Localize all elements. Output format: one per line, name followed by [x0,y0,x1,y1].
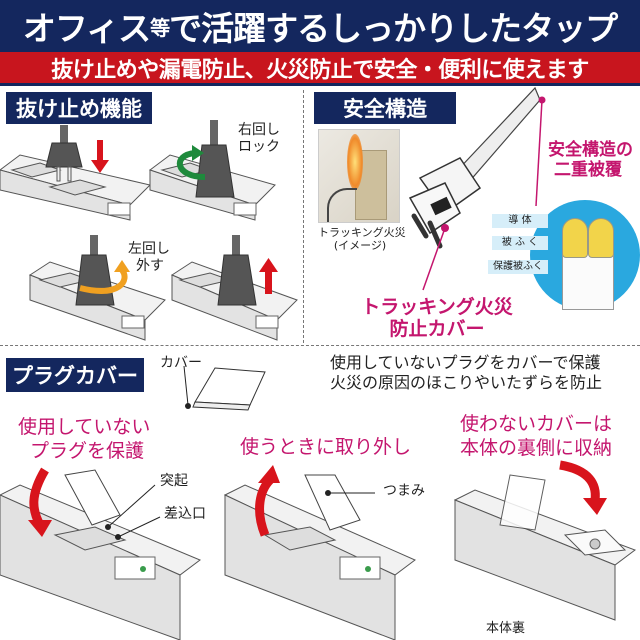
caption-line: 外す [136,258,164,274]
caption-line: プラグを保護 [30,440,145,462]
headline-banner: オフィス等で活躍するしっかりしたタップ [0,0,640,52]
caption-line: 右回し [238,122,280,138]
panel2-illustration [223,465,416,640]
cover-part-label: カバー [160,355,202,371]
panel3-illustration [453,460,637,621]
stored-cover [499,474,546,531]
headline-small: 等 [150,15,170,40]
flip-cover [304,474,361,531]
section-label-cover-text: プラグカバー [12,364,138,388]
double-coating-label: 安全構造の 二重被覆 [548,140,633,180]
lock-step2-illustration [148,120,276,221]
section-divider-horizontal [0,345,640,346]
headline-part2: で活躍するしっかりしたタップ [169,9,618,48]
callout-knob: つまみ [383,483,425,499]
cord [327,188,357,222]
callout-socket: 差込口 [164,506,206,522]
callout-protrusion: 突起 [160,473,188,489]
conductor-right [588,218,614,258]
section-label-cover: プラグカバー [6,358,144,392]
arrow-curve-down-icon [559,460,607,515]
plug-cover-illustration [183,365,266,411]
section-label-lock-text: 抜け止め機能 [16,97,142,121]
caption-line: ロック [238,139,280,155]
plug [45,125,83,182]
panel1-caption: 使用していない プラグを保護 [18,415,150,463]
power-strip [0,154,151,221]
layer-label: 被 ふ く [492,236,548,250]
plug [195,120,235,198]
conductor-left [562,218,588,258]
section-label-safety-text: 安全構造 [343,97,427,121]
panel1-illustration [0,467,201,640]
caption-line: 本体の裏側に収納 [460,437,613,459]
caption-line: (イメージ) [333,239,387,252]
panel2-caption: 使うときに取り外し [240,436,412,458]
headline-part1: オフィス [22,9,151,48]
subheadline-banner: 抜け止めや漏電防止、火災防止で安全・便利に使えます [0,52,640,86]
plug [217,235,257,306]
arrow-up-icon [259,258,278,294]
power-strip [0,484,201,640]
underside-label: 本体裏 [486,621,526,636]
arrow-curve-up-icon [255,465,280,537]
lock-step3-caption: 左回し 外す [128,241,170,275]
lock-step4-illustration [170,235,298,341]
power-strip-underside [453,489,637,621]
caption-line: 使わないカバーは [460,413,613,435]
lock-step1-illustration [0,125,151,221]
caption-line: トラッキング火災 [361,296,513,318]
lock-step3-illustration [28,235,166,341]
layer-label: 保護被ふく [488,260,548,274]
caption-line: 使用していない [18,416,151,438]
section-divider-vertical [303,90,304,343]
plug-illustration [408,86,541,249]
lock-step2-caption: 右回し ロック [238,122,280,156]
layer-label: 導 体 [492,214,548,228]
flip-cover [64,469,121,526]
rotate-right-icon [176,145,206,180]
cable-cross-section [530,200,640,310]
section-label-lock: 抜け止め機能 [6,92,152,124]
description-line: 火災の原因のほこりやいたずらを防止 [330,373,603,392]
caption-line: トラッキング火災 [318,226,406,239]
cover-description: 使用していないプラグをカバーで保護 火災の原因のほこりやいたずらを防止 [330,353,602,393]
tracking-fire-photo [318,129,400,223]
subheadline-text: 抜け止めや漏電防止、火災防止で安全・便利に使えます [51,57,589,83]
arrow-down-icon [91,140,109,173]
arrow-curve-down-icon [28,467,52,537]
caption-line: 安全構造の [548,140,633,160]
tracking-cover-label: トラッキング火災 防止カバー [352,296,522,340]
caption-line: 左回し [128,241,170,257]
caption-line: 二重被覆 [554,160,622,180]
tracking-photo-caption: トラッキング火災 (イメージ) [318,226,406,252]
rotate-left-icon [79,260,130,294]
flame [347,134,363,190]
description-line: 使用していないプラグをカバーで保護 [330,353,601,372]
caption-line: 防止カバー [389,318,485,340]
panel3-caption: 使わないカバーは 本体の裏側に収納 [460,412,612,460]
section-label-safety: 安全構造 [314,92,456,124]
